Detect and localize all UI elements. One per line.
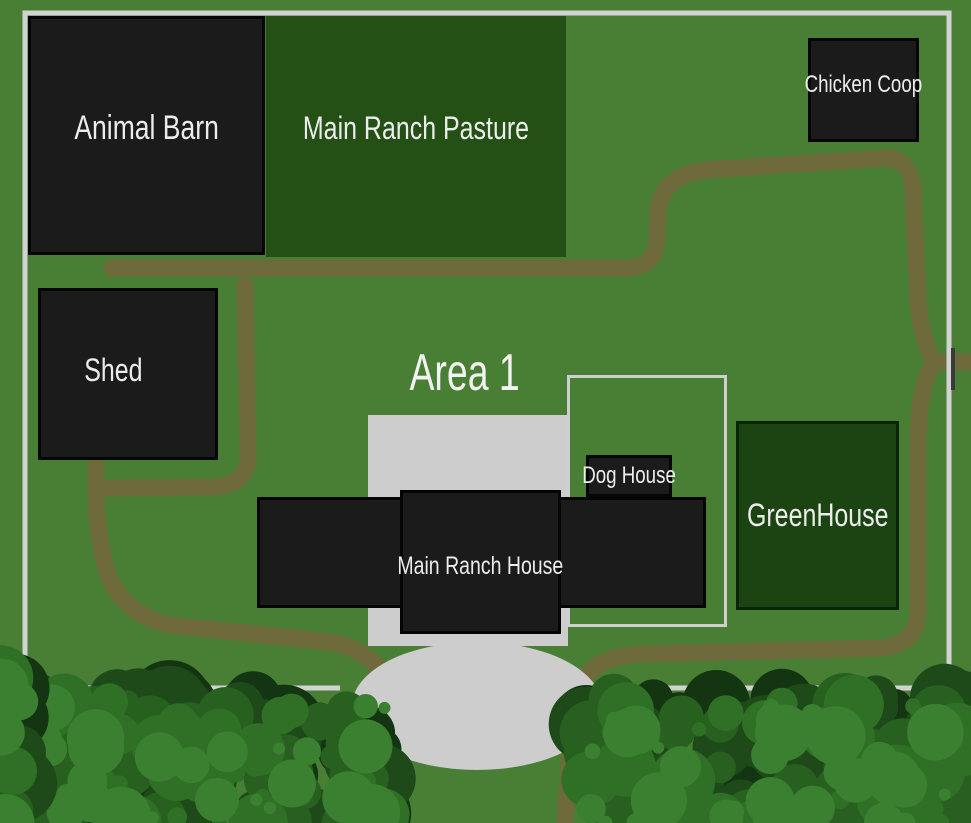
dog-house[interactable]: Dog House	[582, 455, 676, 497]
animal-barn-label: Animal Barn	[74, 109, 219, 147]
main-ranch-house-label: Main Ranch House	[397, 551, 564, 580]
main-ranch-pasture[interactable]: Main Ranch Pasture	[266, 16, 566, 257]
dog-house-label: Dog House	[582, 462, 676, 489]
west-edge-trees	[0, 645, 58, 823]
chicken-coop-label: Chicken Coop	[804, 71, 923, 98]
west-loop-path	[87, 456, 394, 684]
shed[interactable]: Shed	[38, 288, 218, 460]
fence-gate	[951, 348, 955, 390]
ranch-house-east-wing[interactable]	[558, 497, 706, 608]
animal-barn[interactable]: Animal Barn	[28, 16, 265, 255]
driveway-circle	[352, 642, 602, 770]
chicken-coop[interactable]: Chicken Coop	[805, 38, 922, 142]
shed-label: Shed	[83, 351, 143, 388]
area-title: Area 1	[409, 344, 521, 402]
greenhouse[interactable]: GreenHouse	[736, 421, 899, 610]
east-tree-cluster	[548, 663, 971, 823]
main-ranch-pasture-label: Main Ranch Pasture	[302, 110, 530, 146]
west-tree-cluster	[0, 660, 416, 823]
greenhouse-label: GreenHouse	[746, 497, 889, 533]
main-ranch-house[interactable]: Main Ranch House	[397, 490, 564, 634]
shed-link-path	[96, 276, 257, 497]
north-path	[103, 149, 971, 371]
east-path	[576, 353, 944, 687]
